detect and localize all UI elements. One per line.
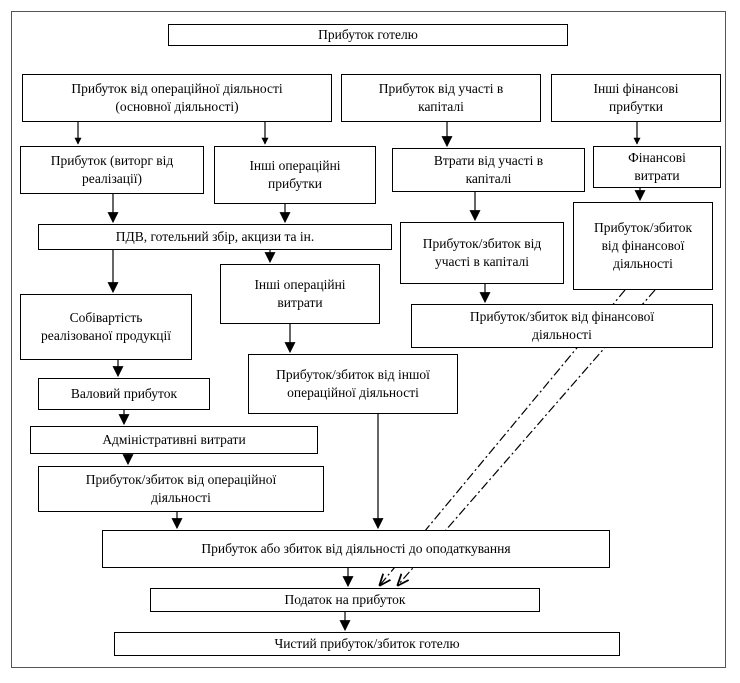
box-income-tax: Податок на прибуток (150, 588, 540, 612)
box-other-financial-income: Інші фінансові прибутки (551, 74, 721, 122)
box-financial-expenses: Фінансові витрати (593, 146, 721, 188)
box-gross-profit: Валовий прибуток (38, 378, 210, 410)
box-vat-taxes: ПДВ, готельний збір, акцизи та ін. (38, 224, 392, 250)
box-operating-activity-result: Прибуток/збиток від операційної діяльнос… (38, 466, 324, 512)
box-sales-revenue: Прибуток (виторг від реалізації) (20, 146, 204, 194)
box-pretax-profit: Прибуток або збиток від діяльності до оп… (102, 530, 610, 568)
box-other-operating-income: Інші операційні прибутки (214, 146, 376, 204)
box-financial-activity-result-2: Прибуток/збиток від фінансової діяльност… (411, 304, 713, 348)
box-hotel-profit: Прибуток готелю (168, 24, 568, 46)
box-participation-result: Прибуток/збиток від участі в капіталі (400, 222, 564, 284)
box-operating-profit: Прибуток від операційної діяльності (осн… (22, 74, 332, 122)
box-financial-activity-result: Прибуток/збиток від фінансової діяльност… (573, 202, 713, 290)
box-other-operating-expenses: Інші операційні витрати (220, 264, 380, 324)
box-cost-of-sales: Собівартість реалізованої продукції (20, 294, 192, 360)
box-net-profit: Чистий прибуток/збиток готелю (114, 632, 620, 656)
box-other-operating-result: Прибуток/збиток від іншої операційної ді… (248, 354, 458, 414)
box-participation-profit: Прибуток від участі в капіталі (341, 74, 541, 122)
box-participation-losses: Втрати від участі в капіталі (392, 148, 585, 192)
diagram-frame (11, 11, 726, 668)
box-admin-expenses: Адміністративні витрати (30, 426, 318, 454)
